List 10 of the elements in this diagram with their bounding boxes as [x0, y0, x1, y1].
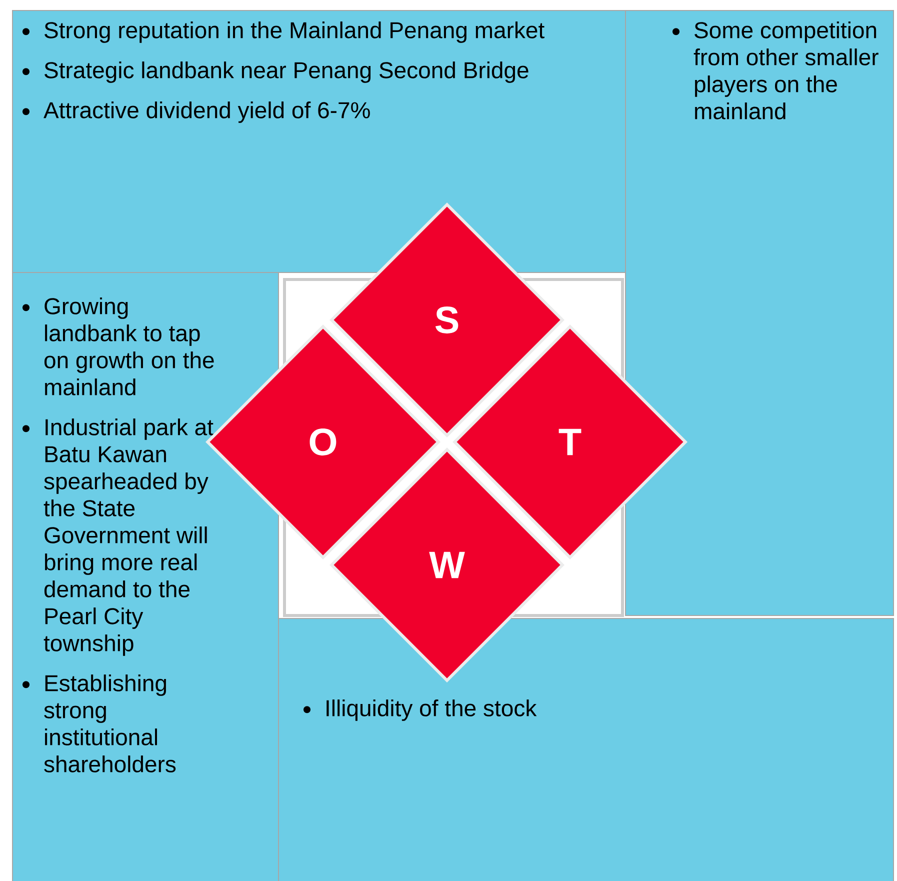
text-panel — [12, 272, 279, 881]
bullet-item: Strategic landbank near Penang Second Bridge — [22, 61, 528, 83]
bullet-item: Some competition from other smaller players on the mainland — [672, 21, 878, 120]
bullet-item: Strong reputation in the Mainland Penang market — [22, 21, 544, 43]
bullet-item: Establishing strong institutional shareholders — [22, 674, 176, 772]
bullet-item: Illiquidity of the stock — [304, 700, 537, 721]
bullet-item: Attractive dividend yield of 6-7% — [22, 101, 370, 123]
text-panel — [278, 618, 894, 881]
text-panel — [625, 10, 894, 616]
text-panel — [12, 10, 626, 273]
